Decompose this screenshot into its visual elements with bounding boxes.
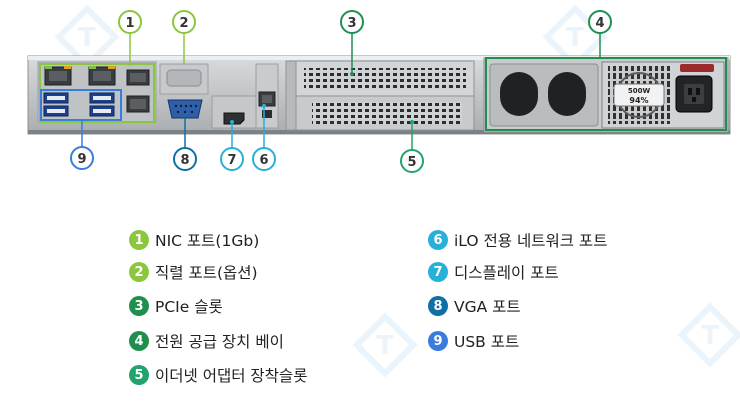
psu-efficiency: 94% [629, 96, 648, 105]
svg-text:3: 3 [347, 16, 356, 31]
legend-item-display: 7 디스플레이 포트 [428, 260, 559, 284]
usb-port [43, 105, 69, 117]
nic-port [88, 66, 116, 86]
legend-item-pcie: 3 PCIe 슬롯 [129, 294, 223, 318]
usb-port [89, 92, 115, 104]
nic-port [126, 69, 150, 86]
callout-9: 9 [70, 146, 94, 170]
nic-port [44, 66, 72, 86]
legend-label: NIC 포트(1Gb) [155, 232, 260, 250]
ilo-port [258, 91, 276, 107]
vga-port [167, 99, 203, 119]
server-rear-diagram: 500W 94% 1 2 3 4 [27, 10, 731, 173]
legend-label: 직렬 포트(옵션) [155, 264, 258, 282]
legend-item-serial: 2 직렬 포트(옵션) [129, 260, 258, 284]
nic-port [126, 95, 150, 113]
callout-6: 6 [252, 147, 276, 171]
callout-2: 2 [172, 10, 196, 34]
usb-port [43, 92, 69, 104]
callout-5: 5 [400, 149, 424, 173]
svg-text:T: T [701, 321, 719, 351]
svg-text:6: 6 [259, 153, 268, 168]
legend-number-badge: 5 [129, 365, 149, 385]
watermark-logo-icon: T [352, 312, 418, 378]
usb-port [89, 105, 115, 117]
legend-item-nic: 1 NIC 포트(1Gb) [129, 228, 259, 252]
svg-text:8: 8 [180, 153, 189, 168]
legend-label: PCIe 슬롯 [155, 298, 223, 316]
legend-number-badge: 1 [129, 230, 149, 250]
legend-number-badge: 8 [428, 296, 448, 316]
legend-item-ilo: 6 iLO 전용 네트워크 포트 [428, 228, 607, 252]
callout-8: 8 [173, 147, 197, 171]
callout-1: 1 [118, 10, 142, 34]
psu-wattage: 500W [628, 87, 651, 95]
legend-item-ethernet: 5 이더넷 어댑터 장착슬롯 [129, 363, 307, 387]
psu-highlight-box [485, 57, 727, 131]
svg-text:1: 1 [125, 16, 134, 31]
svg-text:9: 9 [77, 152, 86, 167]
legend-item-usb: 9 USB 포트 [428, 329, 519, 353]
legend-label: 전원 공급 장치 베이 [155, 333, 284, 351]
legend-label: 디스플레이 포트 [454, 264, 559, 282]
legend-label: iLO 전용 네트워크 포트 [454, 232, 608, 250]
svg-text:7: 7 [227, 153, 236, 168]
legend-number-badge: 3 [129, 296, 149, 316]
svg-text:4: 4 [595, 16, 604, 31]
display-port [223, 112, 245, 125]
svg-text:5: 5 [407, 155, 416, 170]
legend-number-badge: 9 [428, 331, 448, 351]
legend-label: USB 포트 [454, 333, 520, 351]
legend-item-psu: 4 전원 공급 장치 베이 [129, 329, 284, 353]
legend-number-badge: 4 [129, 331, 149, 351]
watermark-logo-icon: T [54, 4, 120, 70]
svg-text:2: 2 [179, 16, 188, 31]
callout-7: 7 [220, 147, 244, 171]
legend-label: 이더넷 어댑터 장착슬롯 [155, 367, 308, 385]
watermark-logo-icon: T [677, 302, 740, 368]
legend-number-badge: 6 [428, 230, 448, 250]
legend-number-badge: 2 [129, 262, 149, 282]
legend-item-vga: 8 VGA 포트 [428, 294, 521, 318]
legend-number-badge: 7 [428, 262, 448, 282]
svg-text:T: T [566, 23, 584, 53]
usb-highlight-box [40, 89, 122, 121]
svg-text:T: T [376, 331, 394, 361]
callout-4: 4 [588, 10, 612, 34]
svg-text:T: T [78, 23, 96, 53]
callout-3: 3 [340, 10, 364, 34]
legend-label: VGA 포트 [454, 298, 521, 316]
